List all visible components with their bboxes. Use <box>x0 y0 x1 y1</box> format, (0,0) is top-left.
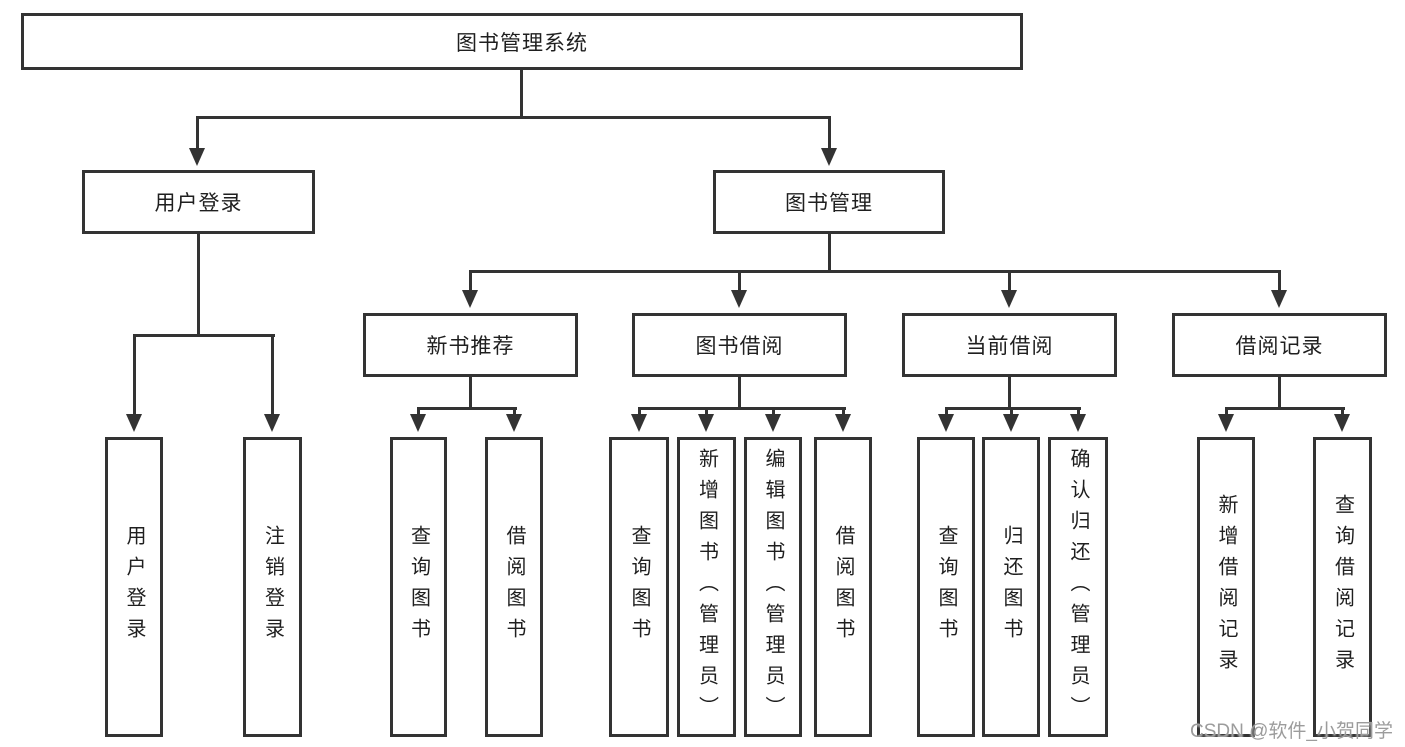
connector-bookmgmt-drop-3 <box>1008 270 1011 298</box>
node-borrow-records: 借阅记录 <box>1172 313 1387 377</box>
arrowhead-down <box>1218 414 1234 432</box>
connector-root-stem <box>520 69 523 119</box>
leaf-add-books-admin: 新增图书（管理员） <box>677 437 736 737</box>
arrowhead-down <box>1271 290 1287 308</box>
connector-newbook-hline <box>417 407 517 410</box>
arrowhead-down <box>1001 290 1017 308</box>
arrowhead-down <box>126 414 142 432</box>
connector-userlogin-stem <box>197 234 200 337</box>
arrowhead-down <box>631 414 647 432</box>
arrowhead-down <box>1070 414 1086 432</box>
connector-root-drop-1 <box>196 116 199 154</box>
leaf-label: 借阅图书 <box>832 525 854 649</box>
arrowhead-down <box>264 414 280 432</box>
watermark: CSDN @软件_小贺同学 <box>1190 721 1393 742</box>
connector-current-hline <box>945 407 1081 410</box>
arrowhead-down <box>821 148 837 166</box>
leaf-borrow-books: 借阅图书 <box>814 437 872 737</box>
connector-bookmgmt-stem <box>828 234 831 273</box>
connector-bookmgmt-drop-2 <box>738 270 741 298</box>
leaf-add-borrow-record: 新增借阅记录 <box>1197 437 1255 737</box>
connector-bookmgmt-hline <box>469 270 1281 273</box>
connector-bookmgmt-drop-4 <box>1278 270 1281 298</box>
arrowhead-down <box>189 148 205 166</box>
leaf-confirm-return-admin: 确认归还（管理员） <box>1048 437 1108 737</box>
leaf-label: 查询图书 <box>628 525 650 649</box>
connector-userlogin-hline <box>133 334 275 337</box>
connector-records-stem <box>1278 377 1281 410</box>
node-book-management: 图书管理 <box>713 170 945 234</box>
arrowhead-down <box>765 414 781 432</box>
arrowhead-down <box>410 414 426 432</box>
leaf-label: 查询图书 <box>407 525 430 649</box>
leaf-query-books-current: 查询图书 <box>917 437 975 737</box>
connector-borrowing-hline <box>638 407 846 410</box>
node-label: 图书管理 <box>785 192 873 215</box>
leaf-user-login: 用户登录 <box>105 437 163 737</box>
node-current-borrowing: 当前借阅 <box>902 313 1117 377</box>
node-user-login: 用户登录 <box>82 170 315 234</box>
leaf-return-books: 归还图书 <box>982 437 1040 737</box>
connector-userlogin-drop-1 <box>133 334 136 422</box>
arrowhead-down <box>731 290 747 308</box>
leaf-query-borrow-record: 查询借阅记录 <box>1313 437 1372 737</box>
leaf-label: 注销登录 <box>261 525 284 649</box>
node-label: 新书推荐 <box>426 335 515 358</box>
connector-root-drop-2 <box>828 116 831 154</box>
connector-records-hline <box>1225 407 1345 410</box>
node-book-borrowing: 图书借阅 <box>632 313 847 377</box>
leaf-label: 新增图书（管理员） <box>695 447 718 727</box>
arrowhead-down <box>835 414 851 432</box>
node-new-book-recommend: 新书推荐 <box>363 313 578 377</box>
connector-userlogin-drop-2 <box>271 334 274 422</box>
leaf-borrow-books-recommend: 借阅图书 <box>485 437 543 737</box>
leaf-label: 编辑图书（管理员） <box>762 447 784 727</box>
node-label: 图书管理系统 <box>456 31 588 55</box>
arrowhead-down <box>698 414 714 432</box>
arrowhead-down <box>506 414 522 432</box>
connector-root-hline <box>196 116 831 119</box>
leaf-query-books-borrowing: 查询图书 <box>609 437 669 737</box>
leaf-label: 用户登录 <box>123 525 145 649</box>
leaf-label: 新增借阅记录 <box>1215 494 1237 680</box>
leaf-label: 查询借阅记录 <box>1331 494 1354 680</box>
leaf-label: 归还图书 <box>1000 525 1022 649</box>
leaf-label: 查询图书 <box>935 525 957 649</box>
leaf-label: 确认归还（管理员） <box>1067 447 1089 727</box>
connector-newbook-stem <box>469 377 472 410</box>
arrowhead-down <box>1334 414 1350 432</box>
leaf-query-books-recommend: 查询图书 <box>390 437 447 737</box>
node-label: 借阅记录 <box>1235 335 1324 358</box>
arrowhead-down <box>1003 414 1019 432</box>
leaf-edit-books-admin: 编辑图书（管理员） <box>744 437 802 737</box>
connector-current-stem <box>1008 377 1011 410</box>
node-label: 图书借阅 <box>695 335 784 358</box>
node-label: 当前借阅 <box>965 335 1054 358</box>
node-label: 用户登录 <box>154 192 243 215</box>
leaf-label: 借阅图书 <box>503 525 525 649</box>
leaf-logout: 注销登录 <box>243 437 302 737</box>
connector-bookmgmt-drop-1 <box>469 270 472 298</box>
connector-borrowing-stem <box>738 377 741 410</box>
arrowhead-down <box>938 414 954 432</box>
node-library-management-system: 图书管理系统 <box>21 13 1023 70</box>
arrowhead-down <box>462 290 478 308</box>
